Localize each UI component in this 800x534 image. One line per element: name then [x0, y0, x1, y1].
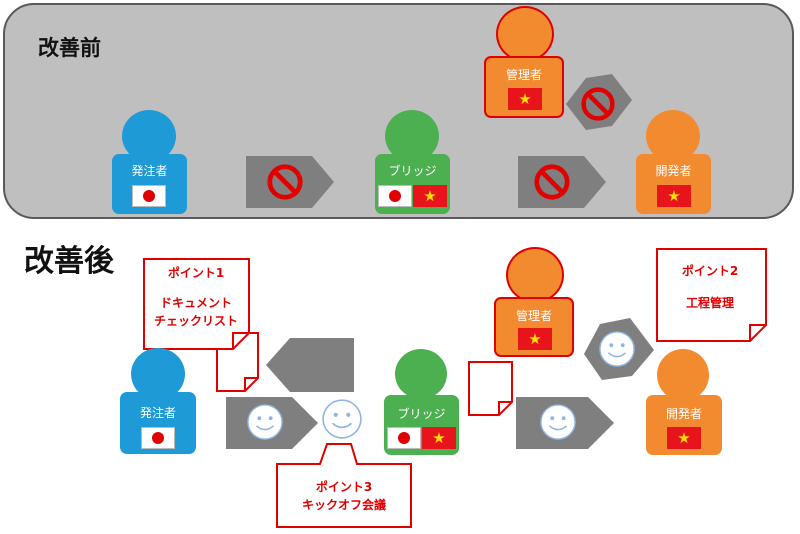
japan-flag-icon [132, 185, 166, 207]
point3-title: ポイント3 [315, 480, 373, 494]
point1-line2: チェックリスト [153, 314, 238, 328]
point1-note [143, 258, 250, 350]
before-section-title: 改善前 [38, 36, 101, 60]
person-body: 発注者 [112, 154, 187, 214]
smiley-icon [247, 404, 283, 440]
manager-person: 管理者 ★ [484, 6, 568, 118]
customer-label: 発注者 [131, 164, 168, 178]
person-head [395, 349, 447, 399]
smiley-icon [540, 404, 576, 440]
blocked-arrow-customer-bridge [246, 156, 334, 208]
arrow-customer-to-bridge [226, 397, 318, 449]
person-body: 開発者 ★ [646, 395, 722, 455]
developer-label: 開発者 [665, 407, 702, 421]
blocked-arrow-bridge-developer [518, 156, 606, 208]
japan-flag-icon [141, 427, 175, 449]
person-head [122, 110, 176, 162]
person-body: 発注者 [120, 392, 196, 454]
manager-person: 管理者 ★ [494, 247, 578, 357]
developer-person: 開発者 ★ [646, 349, 736, 455]
after-section-title: 改善後 [24, 244, 114, 279]
arrow-bridge-to-developer [516, 397, 614, 449]
person-head [131, 348, 185, 400]
point2-line1: 工程管理 [685, 296, 734, 310]
person-body: ブリッジ ★ [375, 154, 450, 214]
person-body: 管理者 ★ [484, 56, 564, 118]
vietnam-flag-icon: ★ [413, 185, 447, 207]
person-body: ブリッジ ★ [384, 395, 459, 455]
japan-flag-icon [378, 185, 412, 207]
customer-label: 発注者 [139, 406, 176, 420]
bridge-label: ブリッジ [397, 407, 446, 421]
person-head [657, 349, 709, 401]
document-icon [468, 361, 513, 416]
point1-line1: ドキュメント [159, 296, 232, 310]
developer-label: 開発者 [655, 164, 692, 178]
before-panel [3, 3, 794, 219]
japan-flag-icon [387, 427, 421, 449]
developer-person: 開発者 ★ [634, 110, 724, 214]
bridge-person: ブリッジ ★ [382, 349, 472, 455]
person-body: 開発者 ★ [636, 154, 711, 214]
manager-label: 管理者 [515, 309, 552, 323]
person-head [506, 247, 564, 303]
smiley-icon [322, 399, 362, 439]
blocked-arrow-manager-developer [566, 74, 632, 130]
point2-note [656, 248, 767, 342]
point3-text: ポイント3 キックオフ会議 [279, 478, 409, 514]
vietnam-flag-icon: ★ [657, 185, 691, 207]
customer-person: 発注者 [120, 348, 210, 456]
arrow-manager-to-developer [584, 318, 654, 380]
point1-title: ポイント1 [167, 266, 225, 280]
vietnam-flag-icon: ★ [508, 88, 542, 110]
smiley-icon [599, 331, 635, 367]
customer-person: 発注者 [105, 110, 195, 214]
point3-line1: キックオフ会議 [301, 498, 386, 512]
bridge-label: ブリッジ [388, 164, 437, 178]
point2-text: ポイント2 工程管理 [660, 262, 760, 312]
point3-callout [276, 443, 412, 528]
arrow-bridge-to-customer [266, 338, 354, 392]
vietnam-flag-icon: ★ [667, 427, 701, 449]
person-head [385, 110, 439, 162]
person-head [646, 110, 700, 162]
manager-label: 管理者 [505, 68, 542, 82]
point2-title: ポイント2 [681, 264, 739, 278]
person-head [496, 6, 554, 62]
point1-text: ポイント1 ドキュメント チェックリスト [146, 264, 246, 330]
bridge-person: ブリッジ ★ [372, 110, 462, 214]
vietnam-flag-icon: ★ [422, 427, 456, 449]
vietnam-flag-icon: ★ [518, 328, 552, 350]
person-body: 管理者 ★ [494, 297, 574, 357]
